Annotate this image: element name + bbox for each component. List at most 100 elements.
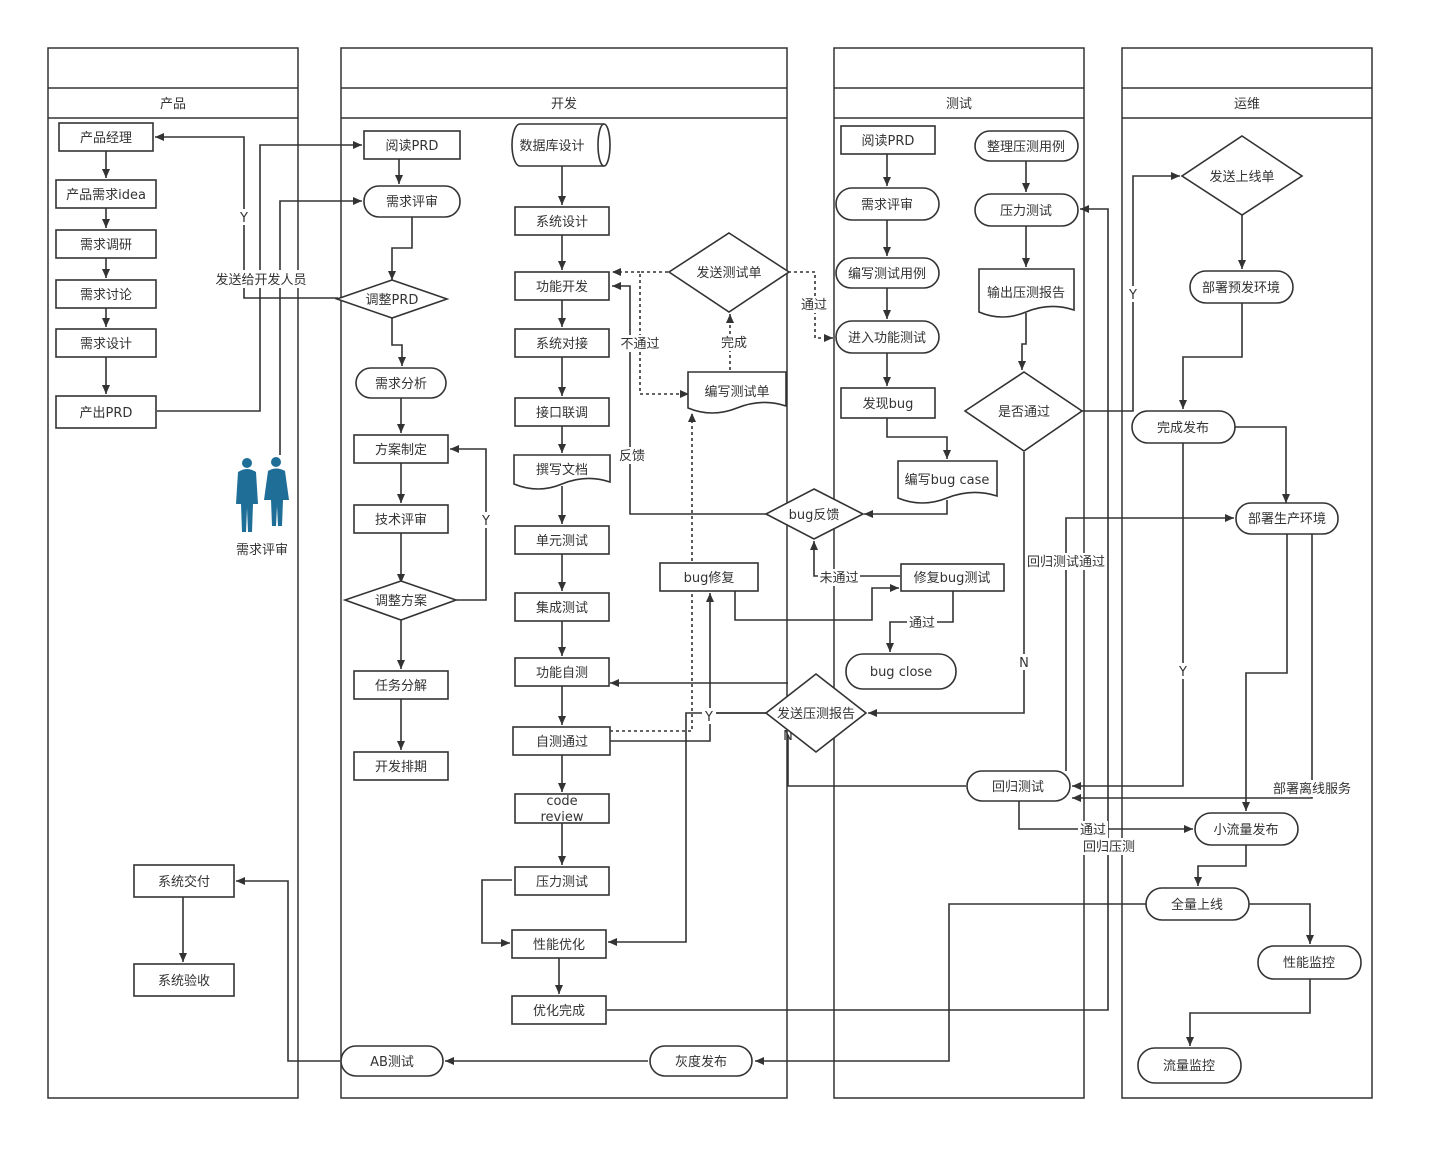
node-send-release-ticket[interactable]: 发送上线单 [1180,135,1304,216]
svg-text:完成发布: 完成发布 [1157,420,1209,436]
edge-labels: Y 发送给开发人员 Y 通过 完成 不通过 反馈 未通过 通过 Y N N Y … [214,209,1353,855]
node-send-stress-report[interactable]: 发送压测报告 [764,672,868,754]
node-send-test-ticket[interactable]: 发送测试单 [667,232,791,313]
node-dev-schedule[interactable]: 开发排期 [353,751,449,781]
node-write-bug-case[interactable]: 编写bug case [897,460,998,504]
node-perf-monitor[interactable]: 性能监控 [1257,945,1362,980]
node-is-passed[interactable]: 是否通过 [963,371,1084,452]
node-product-idea[interactable]: 产品需求idea [55,179,157,209]
node-full-release[interactable]: 全量上线 [1145,887,1250,921]
node-dev-read-prd[interactable]: 阅读PRD [363,130,461,160]
svg-text:产品需求idea: 产品需求idea [66,188,146,203]
edges [102,133,1314,1065]
node-api-debug[interactable]: 接口联调 [514,397,610,427]
node-requirement-research[interactable]: 需求调研 [55,229,157,259]
node-system-acceptance[interactable]: 系统验收 [133,963,235,997]
svg-text:阅读PRD: 阅读PRD [386,139,439,154]
node-database-design[interactable]: 数据库设计 [511,123,611,167]
node-tech-review[interactable]: 技术评审 [353,504,449,534]
svg-text:灰度发布: 灰度发布 [675,1054,727,1070]
node-write-doc[interactable]: 撰写文档 [513,454,611,490]
node-perf-optimize[interactable]: 性能优化 [511,929,607,959]
svg-text:集成测试: 集成测试 [536,600,588,616]
node-unit-test[interactable]: 单元测试 [514,525,610,555]
svg-text:方案制定: 方案制定 [375,442,427,458]
label-regress-stress: 回归压测 [1083,840,1135,855]
node-gray-release[interactable]: 灰度发布 [649,1045,753,1077]
node-system-integration[interactable]: 系统对接 [514,328,610,358]
node-test-stress-test[interactable]: 压力测试 [974,193,1079,227]
svg-text:需求设计: 需求设计 [80,337,132,352]
node-integration-test[interactable]: 集成测试 [514,592,610,622]
node-bug-close[interactable]: bug close [845,653,957,690]
svg-text:系统验收: 系统验收 [158,973,210,989]
node-system-delivery[interactable]: 系统交付 [133,864,235,898]
node-output-stress-report[interactable]: 输出压测报告 [978,268,1075,318]
node-deploy-preenv[interactable]: 部署预发环境 [1189,270,1294,304]
label-offline: 部署离线服务 [1273,781,1351,797]
node-organize-stress-cases[interactable]: 整理压测用例 [974,130,1079,162]
node-requirement-discussion[interactable]: 需求讨论 [55,279,157,309]
lane-title-ops: 运维 [1234,97,1260,112]
node-code-review[interactable]: code review [514,793,610,825]
node-requirement-analysis[interactable]: 需求分析 [355,367,447,399]
node-dev-stress-test[interactable]: 压力测试 [514,866,610,896]
node-write-test-ticket[interactable]: 编写测试单 [687,371,787,414]
node-system-design[interactable]: 系统设计 [514,206,610,236]
node-adjust-plan[interactable]: 调整方案 [342,580,459,621]
node-write-test-cases[interactable]: 编写测试用例 [835,257,940,289]
svg-text:需求评审: 需求评审 [386,195,438,210]
lane-title-product: 产品 [160,97,186,112]
svg-text:性能监控: 性能监控 [1283,956,1335,971]
svg-text:发现bug: 发现bug [863,396,914,412]
node-traffic-monitor[interactable]: 流量监控 [1137,1047,1242,1084]
node-feature-selftest[interactable]: 功能自测 [514,657,610,687]
node-regression-test[interactable]: 回归测试 [966,770,1071,802]
svg-text:自测通过: 自测通过 [536,735,588,750]
nodes: 产品经理 产品需求idea 需求调研 需求讨论 需求设计 产出PRD 系统交付 [55,122,1362,1084]
svg-text:需求调研: 需求调研 [80,238,132,253]
node-optimize-done[interactable]: 优化完成 [511,995,607,1025]
node-task-breakdown[interactable]: 任务分解 [353,670,449,700]
svg-text:需求讨论: 需求讨论 [80,288,132,303]
svg-text:系统设计: 系统设计 [536,215,588,230]
svg-text:功能自测: 功能自测 [536,666,588,681]
svg-text:编写bug case: 编写bug case [905,473,990,488]
svg-text:是否通过: 是否通过 [998,405,1050,420]
label-n-pass: N [1019,656,1029,671]
node-ab-test[interactable]: AB测试 [340,1045,444,1077]
node-bug-fix[interactable]: bug修复 [659,562,759,592]
node-selftest-pass[interactable]: 自测通过 [512,726,611,756]
svg-text:优化完成: 优化完成 [533,1004,585,1019]
node-small-traffic-release[interactable]: 小流量发布 [1194,812,1299,846]
node-feature-dev[interactable]: 功能开发 [514,271,610,301]
node-plan-formulation[interactable]: 方案制定 [353,434,449,464]
node-test-read-prd[interactable]: 阅读PRD [840,125,936,155]
node-requirement-design[interactable]: 需求设计 [55,328,157,358]
node-test-requirement-review[interactable]: 需求评审 [835,187,940,221]
svg-text:发送上线单: 发送上线单 [1209,169,1274,185]
node-output-prd[interactable]: 产出PRD [55,395,157,429]
label-y-plan: Y [481,514,490,529]
label-send-to-dev: 发送给开发人员 [215,272,306,288]
lane-title-dev: 开发 [551,96,577,112]
label-y-selfpass: Y [704,710,713,725]
svg-text:部署生产环境: 部署生产环境 [1248,512,1326,527]
svg-text:接口联调: 接口联调 [536,405,588,421]
svg-text:发送压测报告: 发送压测报告 [777,706,855,722]
node-bug-feedback[interactable]: bug反馈 [764,488,865,540]
label-nopass: 不通过 [620,337,659,352]
node-dev-requirement-review[interactable]: 需求评审 [363,185,461,218]
node-fix-bug-test[interactable]: 修复bug测试 [900,563,1005,592]
node-enter-func-test[interactable]: 进入功能测试 [835,320,940,354]
node-find-bug[interactable]: 发现bug [840,387,936,419]
node-product-manager[interactable]: 产品经理 [58,122,154,152]
node-adjust-prd[interactable]: 调整PRD [334,279,450,319]
svg-text:流量监控: 流量监控 [1163,1059,1215,1074]
node-deploy-prodenv[interactable]: 部署生产环境 [1235,502,1339,535]
svg-text:需求分析: 需求分析 [375,377,427,392]
node-release-done[interactable]: 完成发布 [1131,410,1236,444]
svg-text:部署预发环境: 部署预发环境 [1202,280,1280,296]
